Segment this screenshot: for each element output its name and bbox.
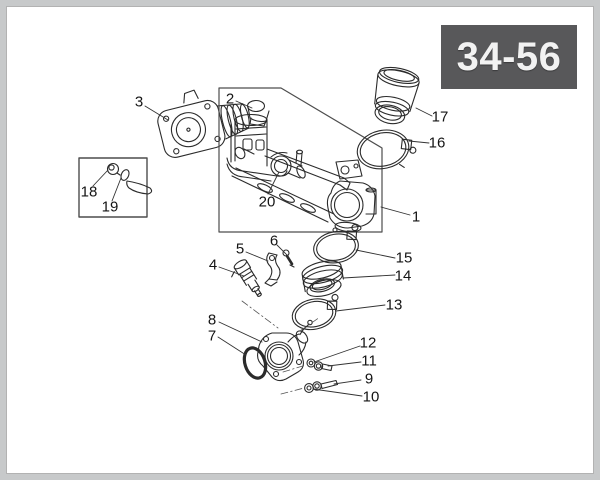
part-7-o-ring bbox=[242, 346, 268, 380]
callout-12: 12 bbox=[359, 334, 377, 352]
part-10-washer bbox=[304, 383, 314, 393]
leader-lines bbox=[92, 100, 433, 397]
callout-5: 5 bbox=[235, 240, 245, 258]
callout-19: 19 bbox=[101, 198, 119, 216]
part-6-screw bbox=[282, 249, 295, 268]
callout-18: 18 bbox=[80, 183, 98, 201]
part-19-clip bbox=[120, 169, 153, 195]
part-20-pressure-regulator bbox=[270, 151, 306, 179]
part-4-injector bbox=[231, 259, 262, 297]
callout-14: 14 bbox=[394, 267, 412, 285]
callout-6: 6 bbox=[269, 232, 279, 250]
callout-17: 17 bbox=[431, 108, 449, 126]
callout-1: 1 bbox=[411, 208, 421, 226]
part-11-screw bbox=[313, 361, 333, 372]
callout-3: 3 bbox=[134, 93, 144, 111]
callout-9: 9 bbox=[364, 370, 374, 388]
section-badge: 34-56 bbox=[441, 25, 577, 89]
part-1-assembly-box bbox=[218, 87, 383, 233]
construction-lines bbox=[241, 300, 321, 395]
callout-10: 10 bbox=[362, 388, 380, 406]
part-1-throttle-body-assembly bbox=[226, 113, 377, 233]
callout-13: 13 bbox=[385, 296, 403, 314]
part-5-bracket bbox=[264, 252, 281, 287]
callout-8: 8 bbox=[207, 311, 217, 329]
callout-15: 15 bbox=[395, 249, 413, 267]
part-9-screw bbox=[312, 379, 339, 391]
callout-11: 11 bbox=[361, 352, 377, 370]
part-2-sensor bbox=[246, 99, 270, 127]
callout-7: 7 bbox=[207, 327, 217, 345]
callout-20: 20 bbox=[258, 193, 276, 211]
part-16-hose-clamp bbox=[356, 129, 417, 170]
callout-2: 2 bbox=[225, 90, 235, 108]
part-13-hose-clamp bbox=[291, 293, 339, 336]
callout-16: 16 bbox=[428, 134, 446, 152]
part-18-cap bbox=[106, 162, 121, 176]
part-17-intake-duct bbox=[374, 66, 420, 125]
part-3-intake-joint bbox=[157, 89, 250, 158]
detail-box-18-19 bbox=[78, 157, 148, 218]
part-14-rubber-sleeve bbox=[301, 260, 344, 297]
callout-4: 4 bbox=[208, 256, 218, 274]
part-8-manifold-flange bbox=[257, 319, 313, 382]
